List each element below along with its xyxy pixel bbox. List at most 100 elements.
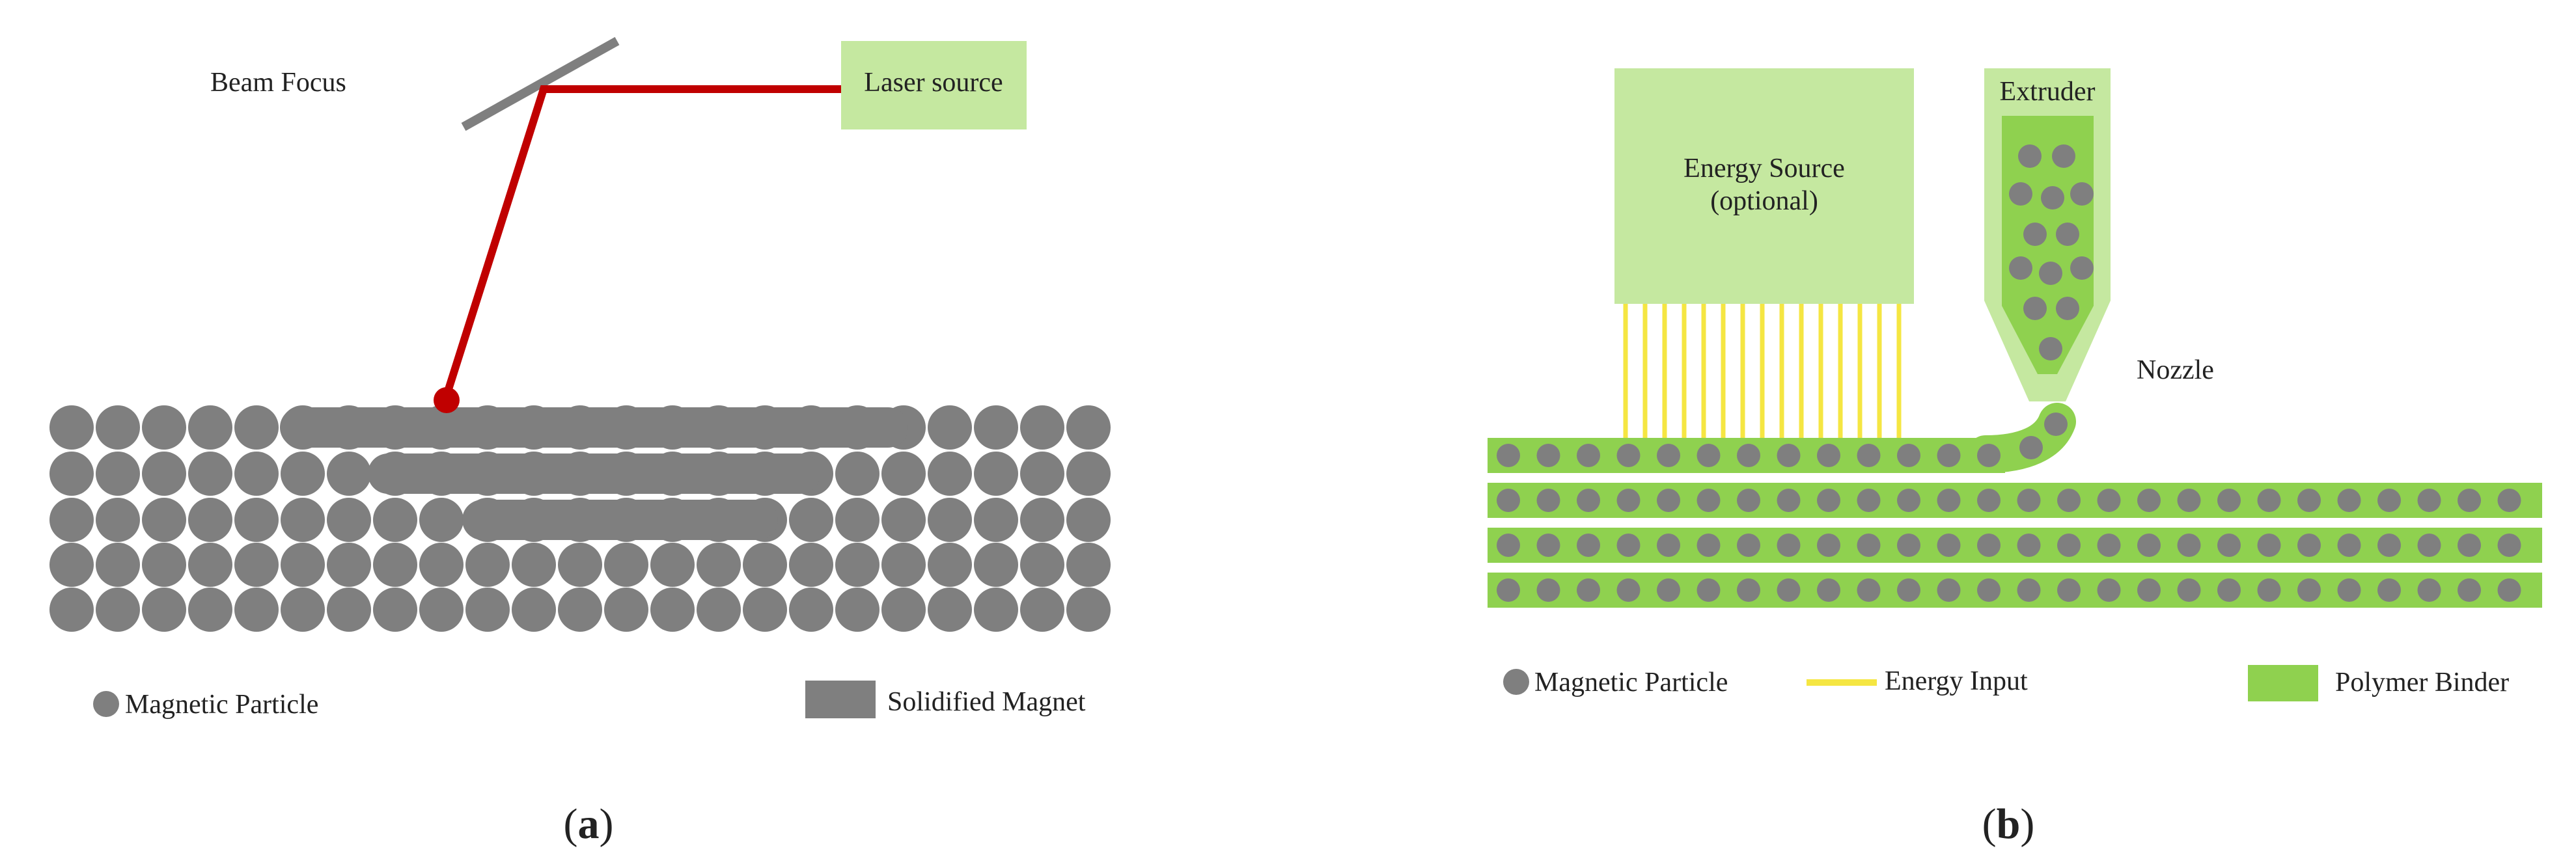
a-particle: [789, 498, 833, 542]
a-particle: [928, 543, 972, 587]
a-particle: [835, 498, 879, 542]
a-particle: [928, 405, 972, 450]
a-particle: [789, 543, 833, 587]
a-particle: [604, 543, 648, 587]
nozzle-label: Nozzle: [2137, 355, 2214, 385]
a-particle: [327, 498, 371, 542]
extruder-particle: [2052, 144, 2075, 168]
a-particle: [188, 452, 232, 496]
b-particle: [1817, 489, 1840, 512]
b-legend-particle-swatch: [1503, 669, 1529, 695]
b-legend-particle-label: Magnetic Particle: [1534, 668, 1728, 697]
a-particle: [96, 405, 140, 450]
a-particle: [327, 543, 371, 587]
b-particle: [2017, 578, 2041, 602]
extruder-particle: [2041, 186, 2064, 210]
a-particle: [96, 452, 140, 496]
laser-beam: [441, 85, 841, 401]
a-particle: [419, 543, 464, 587]
b-particle: [1577, 489, 1600, 512]
a-particle: [650, 543, 695, 587]
b-particle: [1657, 489, 1680, 512]
printed-layers: [1488, 413, 2542, 608]
a-particle: [281, 588, 325, 632]
b-particle: [2097, 578, 2121, 602]
b-particle: [2017, 534, 2041, 557]
a-particle: [49, 543, 94, 587]
a-particle: [49, 405, 94, 450]
b-particle: [1817, 444, 1840, 467]
b-particle: [1897, 489, 1920, 512]
extruder-particle: [2018, 144, 2042, 168]
b-particle: [1497, 489, 1520, 512]
b-particle: [2257, 489, 2281, 512]
b-particle: [1777, 578, 1801, 602]
a-particle: [1066, 543, 1111, 587]
extruder-particle: [2009, 182, 2032, 206]
b-particle: [2458, 489, 2481, 512]
b-particle: [1937, 534, 1961, 557]
a-particle: [512, 588, 556, 632]
b-particle: [2417, 489, 2441, 512]
b-particle: [1817, 534, 1840, 557]
b-legend-binder-swatch: [2248, 665, 2318, 701]
b-particle: [1977, 489, 2001, 512]
b-particle: [2137, 489, 2161, 512]
a-particle: [1020, 543, 1064, 587]
a-particle: [1066, 405, 1111, 450]
b-particle: [1497, 534, 1520, 557]
a-particle: [327, 452, 371, 496]
a-particle: [465, 543, 510, 587]
a-particle: [234, 405, 279, 450]
a-particle: [419, 588, 464, 632]
b-particle: [2458, 534, 2481, 557]
b-particle: [1777, 534, 1801, 557]
a-particle: [881, 498, 926, 542]
a-particle: [96, 588, 140, 632]
extruder-particle: [2070, 182, 2094, 206]
b-particle: [1857, 444, 1881, 467]
a-particle: [188, 405, 232, 450]
b-particle: [2057, 489, 2081, 512]
extruder-particle: [2023, 297, 2047, 320]
a-particle: [974, 498, 1018, 542]
b-particle: [1497, 444, 1520, 467]
b-particle: [1536, 534, 1560, 557]
b-particle: [1777, 489, 1801, 512]
laser-focus-point: [434, 387, 460, 413]
a-particle: [373, 543, 417, 587]
b-particle: [2497, 489, 2521, 512]
b-particle: [2297, 578, 2321, 602]
b-particle: [2177, 489, 2201, 512]
a-solidified-bars: [280, 407, 908, 540]
a-particle: [96, 543, 140, 587]
a-particle: [373, 588, 417, 632]
b-particle: [2217, 534, 2241, 557]
b-particle: [2257, 534, 2281, 557]
a-particle: [373, 498, 417, 542]
b-particle: [1977, 534, 2001, 557]
b-particle: [1737, 578, 1760, 602]
b-particle: [1857, 489, 1881, 512]
a-particle: [558, 588, 602, 632]
b-particle: [1697, 444, 1721, 467]
a-particle: [188, 543, 232, 587]
extruder-particles: [2009, 144, 2094, 360]
b-particle: [2019, 436, 2043, 459]
a-legend-solid-swatch: [805, 681, 876, 718]
b-particle: [2337, 489, 2361, 512]
a-particle: [697, 543, 741, 587]
b-particle: [2417, 534, 2441, 557]
a-particle: [881, 452, 926, 496]
b-particle: [1737, 534, 1760, 557]
a-particle: [512, 543, 556, 587]
b-particle: [2097, 534, 2121, 557]
a-particle: [650, 588, 695, 632]
b-particle: [1857, 578, 1881, 602]
a-particle: [234, 588, 279, 632]
b-particle: [1737, 489, 1760, 512]
a-particle: [142, 405, 186, 450]
b-particle: [1977, 578, 2001, 602]
b-legend-binder-label: Polymer Binder: [2335, 668, 2509, 697]
b-particle: [1697, 578, 1721, 602]
